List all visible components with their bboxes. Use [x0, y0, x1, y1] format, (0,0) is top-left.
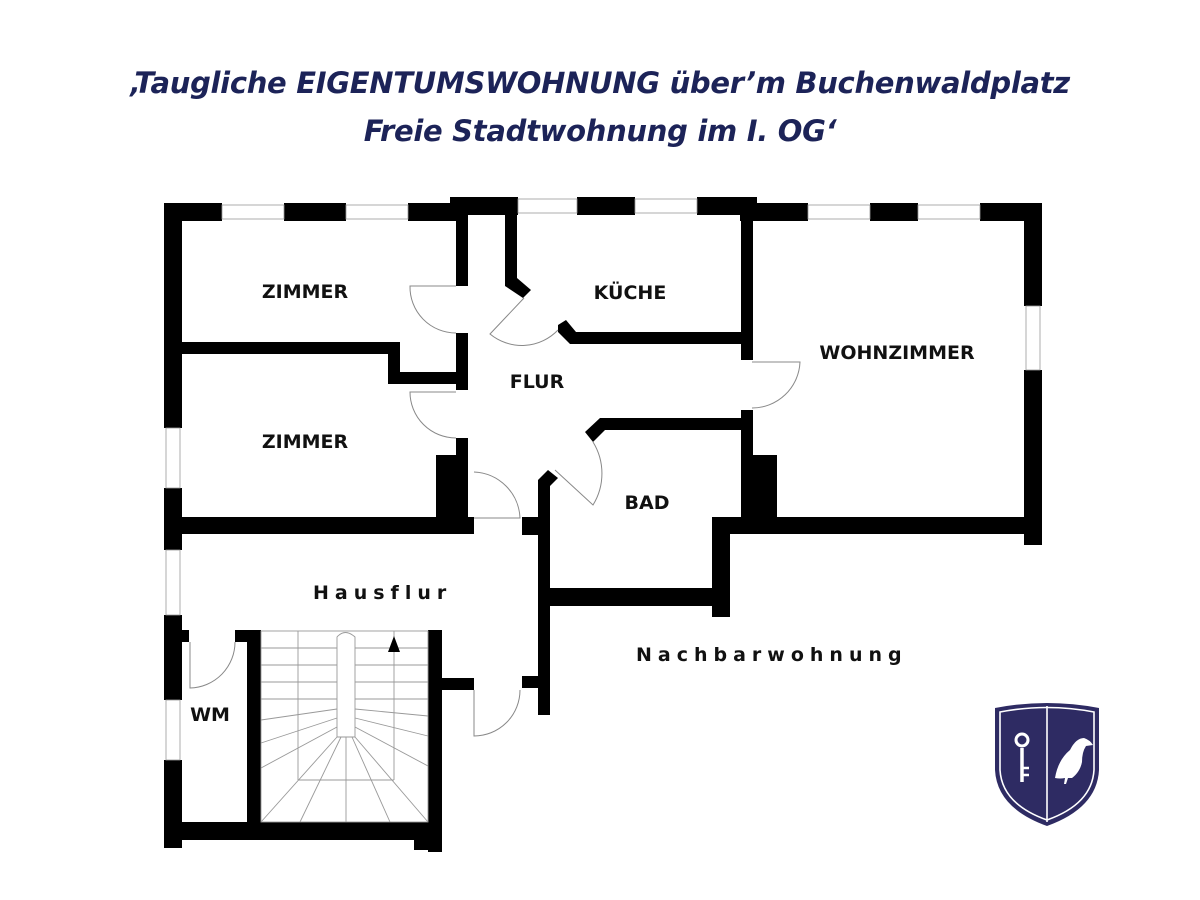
- doors: [189, 285, 801, 737]
- room-label-bad: BAD: [625, 492, 670, 514]
- room-label-wohnzimmer: WOHNZIMMER: [819, 342, 975, 364]
- windows: [165, 198, 1041, 761]
- room-label-zimmer-2: ZIMMER: [262, 431, 349, 453]
- title-line-1: ‚Taugliche EIGENTUMSWOHNUNG über’m Buche…: [130, 66, 1070, 100]
- up-arrow-icon: [388, 636, 400, 652]
- key-icon: [1014, 732, 1030, 782]
- raven-icon: [1055, 738, 1093, 784]
- room-label-flur: FLUR: [510, 371, 565, 393]
- walls: [164, 197, 1042, 852]
- room-label-wm: WM: [190, 704, 230, 726]
- shield-logo: [995, 703, 1099, 826]
- room-label-hausflur: Hausflur: [313, 582, 452, 604]
- title-line-2: Freie Stadtwohnung im I. OG‘: [363, 114, 837, 148]
- room-label-nachbarwohnung: Nachbarwohnung: [636, 644, 908, 666]
- room-label-zimmer-1: ZIMMER: [262, 281, 349, 303]
- staircase: [260, 630, 429, 823]
- room-label-kueche: KÜCHE: [594, 280, 667, 304]
